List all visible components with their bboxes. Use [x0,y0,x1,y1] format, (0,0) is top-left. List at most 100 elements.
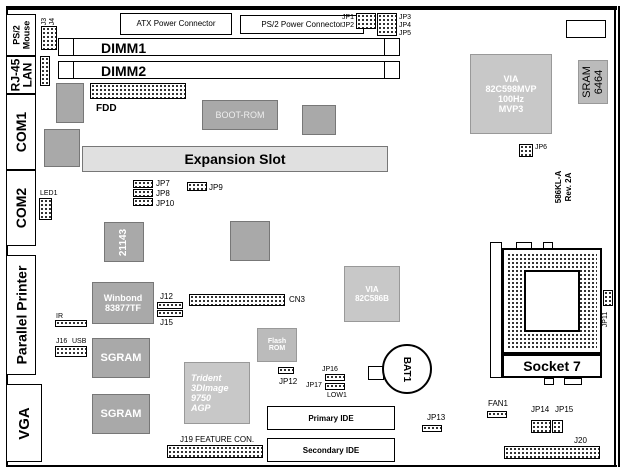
j15-label: J15 [160,318,173,327]
socket7-center [524,270,580,332]
vga-port: VGA [6,384,42,462]
sram-label: SRAM [581,66,593,98]
board-model-label: 586KL-A [554,170,564,204]
chip-com [44,129,80,167]
atx-power-connector: ATX Power Connector [120,13,232,35]
sgram-chip-1: SGRAM [92,338,150,378]
expansion-slot: Expansion Slot [82,146,388,172]
ps2-mouse-port: PS/2 Mouse [6,14,36,56]
socket7-tab-4 [564,378,582,385]
lan-chip-21143: 21143 [104,222,144,262]
dimm1-slot-body: DIMM1 [58,38,400,56]
ir-header [55,320,87,327]
ps2-label: PS/2 [11,25,22,45]
jp14-header [531,420,551,433]
lan-label: LAN [20,62,34,88]
jp2-label: JP2 [342,22,355,29]
jp1-jp2-header [356,13,376,29]
jp13-label: JP13 [427,413,446,422]
fan1-header [487,411,507,418]
flash-rom-label-1: Flash [267,338,287,345]
jp5-label: JP5 [399,30,412,37]
jp12-header [278,367,294,374]
j4-label: J4 [49,17,57,26]
sgram-chip-2: SGRAM [92,394,150,434]
jp14-label: JP14 [531,405,550,414]
jp8-label: JP8 [156,189,170,198]
j15-header [157,310,183,317]
jp1-label: JP1 [342,14,355,21]
jp16-label: JP16 [322,366,338,373]
jp3-jp5-header [377,13,397,36]
led1-label: LED1 [40,190,58,197]
jp16-header [325,374,345,381]
expansion-slot-label: Expansion Slot [184,151,286,167]
socket7-label: Socket 7 [523,358,581,374]
boot-rom-chip: BOOT-ROM [202,100,278,130]
secondary-ide-label: Secondary IDE [302,445,360,455]
flash-rom-label-2: ROM [268,345,286,352]
trident-graphics-chip: Trident 3DImage 9750 AGP [184,362,250,424]
sgram-label-1: SGRAM [100,352,142,364]
usb-header [55,346,87,357]
jp3-label: JP3 [399,14,412,21]
jp11-label: JP11 [602,311,610,328]
j3-j4-header [41,26,57,50]
via-south-bridge: VIA 82C586B [344,266,400,322]
sram-chip: SRAM 6464 [578,60,608,104]
chip-small [302,105,336,135]
lan-header [40,56,50,86]
j19-label: J19 FEATURE CON. [180,435,255,444]
jp15-header [552,420,563,433]
jp13-header [422,425,442,432]
via-north-label-2: 82C598MVP [485,84,537,94]
com2-label: COM2 [13,187,30,229]
jp7-label: JP7 [156,179,170,188]
via-south-label-1: VIA [365,285,379,294]
parallel-label: Parallel Printer [13,265,30,365]
via-north-label-4: MVP3 [498,104,524,114]
winbond-label-1: Winbond [103,293,143,303]
socket7-label-box: Socket 7 [502,354,602,378]
socket7-body [502,248,602,354]
jp12-label: JP12 [279,377,298,386]
board-revision-label: Rev. 2A [564,172,574,202]
via-north-label-3: 100Hz [497,94,524,104]
sgram-label-2: SGRAM [100,408,142,420]
boot-rom-label: BOOT-ROM [215,110,265,120]
jp11-header [603,290,613,306]
jp10-header [133,198,153,206]
socket7-lever [490,242,502,378]
sram-size-label: 6464 [593,69,605,95]
trident-label-2: 3DImage [191,383,229,393]
j12-label: J12 [160,292,173,301]
parallel-printer-port: Parallel Printer [6,255,36,375]
flash-rom-chip: Flash ROM [257,328,297,362]
dimm2-label: DIMM2 [101,63,147,79]
rj45-label: RJ-45 [8,58,22,92]
j3-label: J3 [41,17,49,26]
fdd-label: FDD [96,103,117,114]
jp15-label: JP15 [555,405,574,414]
com2-port: COM2 [6,170,36,246]
ir-label: IR [56,313,63,320]
primary-ide-connector: Primary IDE [267,406,395,430]
board-model: 586KL-A Rev. 2A [550,160,578,214]
socket7-tab-3 [544,378,554,385]
jp17-label: JP17 [306,382,322,389]
ps2-power-label: PS/2 Power Connector [261,19,343,29]
via-north-label-1: VIA [503,74,519,84]
jp6-header [519,144,533,157]
secondary-ide-connector: Secondary IDE [267,438,395,462]
usb-label: USB [72,338,87,345]
rj45-lan-port: RJ-45 LAN [6,56,36,94]
via-south-label-2: 82C586B [355,294,389,303]
j16-label: J16 [56,338,68,345]
trident-label-4: AGP [191,403,211,413]
primary-ide-label: Primary IDE [308,413,354,423]
j20-label: J20 [574,436,587,445]
com1-label: COM1 [13,111,30,153]
chip-center [230,221,270,261]
trident-label-1: Trident [191,373,222,383]
battery-bat1: BAT1 [382,344,432,394]
